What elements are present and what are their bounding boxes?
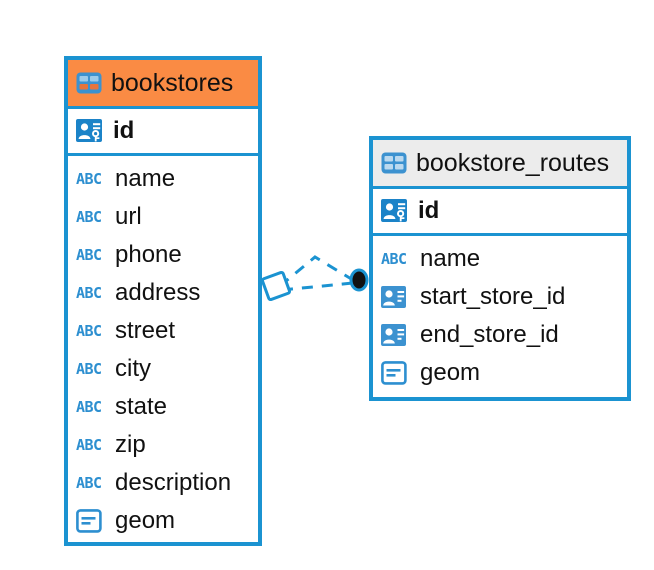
primary-key-section: id	[373, 186, 627, 236]
field-label: address	[115, 279, 201, 306]
field-row-description[interactable]: ABC description	[68, 464, 258, 502]
field-label: street	[115, 317, 176, 344]
text-type-icon: ABC	[76, 321, 102, 340]
field-label: description	[115, 469, 232, 496]
diamond-marker	[260, 270, 292, 302]
table-icon	[76, 72, 102, 94]
text-type-icon: ABC	[76, 435, 102, 454]
field-label: id	[113, 117, 135, 144]
field-row-start-store-id[interactable]: start_store_id	[373, 278, 627, 316]
primary-key-section: id	[68, 106, 258, 156]
entity-title: bookstores	[111, 68, 234, 97]
field-list-bookstores: ABC name ABC url ABC phone ABC address A…	[68, 156, 258, 542]
field-label: phone	[115, 241, 182, 268]
table-icon	[381, 152, 407, 174]
field-label: name	[420, 245, 481, 272]
field-row-street[interactable]: ABC street	[68, 312, 258, 350]
geometry-type-icon	[381, 361, 411, 385]
field-row-phone[interactable]: ABC phone	[68, 236, 258, 274]
field-label: url	[115, 203, 142, 230]
field-row-city[interactable]: ABC city	[68, 350, 258, 388]
field-row-primary-key[interactable]: id	[373, 189, 627, 233]
field-row-end-store-id[interactable]: end_store_id	[373, 316, 627, 354]
entity-header-bookstore-routes[interactable]: bookstore_routes	[373, 140, 627, 186]
field-label: geom	[420, 359, 481, 386]
field-label: state	[115, 393, 168, 420]
entity-bookstores[interactable]: bookstores id	[64, 56, 262, 546]
entity-header-bookstores[interactable]: bookstores	[68, 60, 258, 106]
text-type-icon: ABC	[76, 397, 102, 416]
filled-circle-marker	[349, 268, 369, 292]
foreign-key-icon	[381, 323, 411, 347]
entity-bookstore-routes[interactable]: bookstore_routes id	[369, 136, 631, 401]
field-row-geom[interactable]: geom	[373, 354, 627, 392]
field-row-primary-key[interactable]: id	[68, 109, 258, 153]
field-label: geom	[115, 507, 176, 534]
field-row-zip[interactable]: ABC zip	[68, 426, 258, 464]
field-row-url[interactable]: ABC url	[68, 198, 258, 236]
text-type-icon: ABC	[76, 169, 102, 188]
field-label: id	[418, 197, 440, 224]
relationship-line-upper	[279, 255, 354, 288]
text-type-icon: ABC	[76, 473, 102, 492]
text-type-icon: ABC	[76, 245, 102, 264]
field-row-state[interactable]: ABC state	[68, 388, 258, 426]
field-row-address[interactable]: ABC address	[68, 274, 258, 312]
entity-title: bookstore_routes	[416, 148, 610, 177]
field-row-name[interactable]: ABC name	[68, 160, 258, 198]
text-type-icon: ABC	[381, 249, 407, 268]
field-row-geom[interactable]: geom	[68, 502, 258, 540]
relationship-line-lower	[281, 281, 354, 292]
text-type-icon: ABC	[76, 207, 102, 226]
foreign-key-icon	[381, 285, 411, 309]
field-label: city	[115, 355, 151, 382]
field-row-name[interactable]: ABC name	[373, 240, 627, 278]
text-type-icon: ABC	[76, 283, 102, 302]
primary-key-icon	[381, 198, 409, 224]
field-label: zip	[115, 431, 146, 458]
field-label: end_store_id	[420, 321, 559, 348]
text-type-icon: ABC	[76, 359, 102, 378]
field-label: name	[115, 165, 176, 192]
field-label: start_store_id	[420, 283, 566, 310]
primary-key-icon	[76, 118, 104, 144]
geometry-type-icon	[76, 509, 106, 533]
field-list-bookstore-routes: ABC name start_store_id	[373, 236, 627, 397]
